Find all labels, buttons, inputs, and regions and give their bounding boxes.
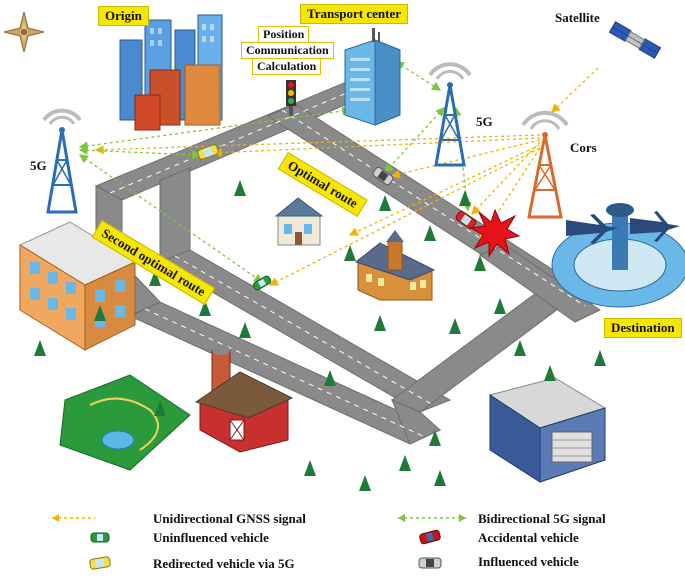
- transport-center-building-icon: [345, 28, 400, 125]
- legend-redirected: Redirected vehicle via 5G: [153, 556, 295, 572]
- satellite-icon: [609, 22, 660, 58]
- 5g-tower-left-icon: [44, 111, 80, 212]
- transport-center-label: Transport center: [300, 4, 408, 24]
- house-center-icon: [276, 198, 322, 245]
- satellite-label: Satellite: [555, 10, 600, 26]
- origin-label: Origin: [98, 6, 149, 26]
- communication-label: Communication: [241, 42, 334, 59]
- school-building-icon: [356, 230, 434, 300]
- compass-icon: [4, 12, 44, 52]
- position-label: Position: [258, 26, 309, 43]
- garage-building-icon: [490, 378, 605, 482]
- destination-label: Destination: [604, 318, 682, 338]
- cors-label: Cors: [570, 140, 597, 156]
- legend-gnss: Unidirectional GNSS signal: [153, 511, 306, 527]
- legend-5g: Bidirectional 5G signal: [478, 511, 606, 527]
- origin-buildings-icon: [120, 15, 222, 130]
- 5g-left-label: 5G: [30, 158, 47, 174]
- park-pond-icon: [60, 375, 190, 470]
- calculation-label: Calculation: [252, 58, 321, 75]
- legend-influenced: Influenced vehicle: [478, 554, 579, 570]
- legend-uninfluenced: Uninfluenced vehicle: [153, 530, 269, 546]
- legend-accidental: Accidental vehicle: [478, 530, 579, 546]
- airport-terminal-icon: [552, 203, 685, 307]
- 5g-tower-mid-icon: [430, 64, 470, 165]
- 5g-mid-label: 5G: [476, 114, 493, 130]
